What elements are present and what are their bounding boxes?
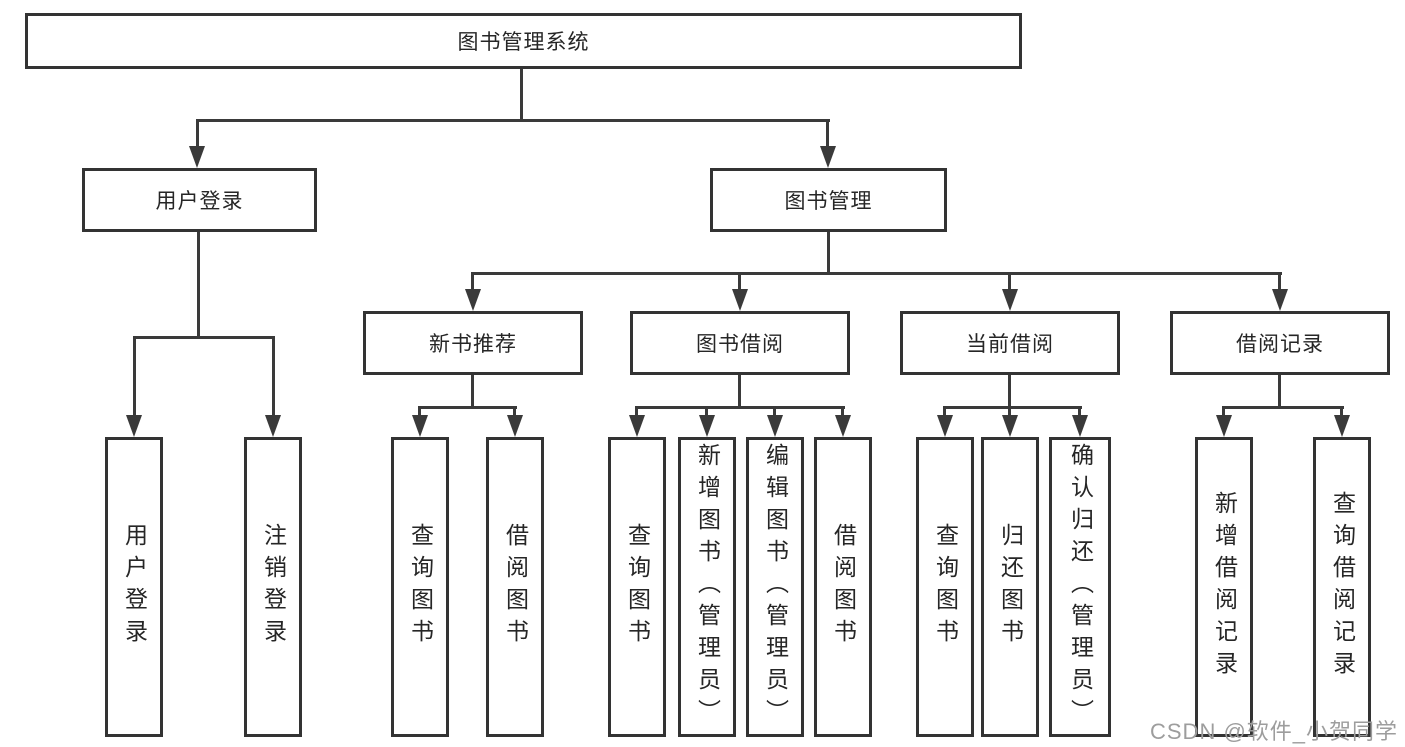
leaf-logout: 注销登录 xyxy=(244,437,302,737)
leaf-confirm-return-admin: 确认归还（管理员） xyxy=(1049,437,1111,737)
arrow-down-icon xyxy=(465,289,481,311)
leaf-edit-book-admin: 编辑图书（管理员） xyxy=(746,437,804,737)
leaf-label: 编辑图书（管理员） xyxy=(762,443,789,731)
leaf-label: 查询图书 xyxy=(624,523,651,651)
node-borrow-records: 借阅记录 xyxy=(1170,311,1390,375)
leaf-label: 确认归还（管理员） xyxy=(1067,443,1094,731)
arrow-down-icon xyxy=(1002,289,1018,311)
arrow-down-icon xyxy=(189,146,205,168)
connector-line xyxy=(419,406,517,409)
node-label: 图书管理 xyxy=(784,190,873,213)
leaf-label: 新增图书（管理员） xyxy=(694,443,721,731)
connector-line xyxy=(944,406,1082,409)
connector-line xyxy=(826,119,829,148)
connector-line xyxy=(1008,406,1011,417)
connector-line xyxy=(513,406,516,417)
node-book-borrow: 图书借阅 xyxy=(630,311,850,375)
node-label: 新书推荐 xyxy=(429,333,517,356)
connector-line xyxy=(197,119,830,122)
connector-line xyxy=(197,232,200,338)
connector-line xyxy=(738,375,741,408)
node-label: 当前借阅 xyxy=(966,333,1054,356)
connector-line xyxy=(738,272,741,291)
leaf-label: 注销登录 xyxy=(260,523,287,651)
connector-line xyxy=(636,406,845,409)
arrow-down-icon xyxy=(767,415,783,437)
connector-line xyxy=(471,375,474,408)
leaf-return-book: 归还图书 xyxy=(981,437,1039,737)
leaf-query-books-current: 查询图书 xyxy=(916,437,974,737)
node-new-book-recommend: 新书推荐 xyxy=(363,311,583,375)
connector-line xyxy=(272,336,275,419)
arrow-down-icon xyxy=(629,415,645,437)
connector-line xyxy=(133,336,275,339)
connector-line xyxy=(705,406,708,417)
connector-line xyxy=(827,232,830,275)
connector-line xyxy=(635,406,638,417)
arrow-down-icon xyxy=(937,415,953,437)
connector-line xyxy=(471,272,474,291)
connector-line xyxy=(1222,406,1225,417)
leaf-query-books-borrow: 查询图书 xyxy=(608,437,666,737)
leaf-label: 新增借阅记录 xyxy=(1211,491,1238,683)
arrow-down-icon xyxy=(820,146,836,168)
connector-line xyxy=(773,406,776,417)
node-label: 借阅记录 xyxy=(1236,333,1324,356)
connector-line xyxy=(943,406,946,417)
leaf-user-login: 用户登录 xyxy=(105,437,163,737)
connector-line xyxy=(133,336,136,419)
connector-line xyxy=(1278,375,1281,408)
leaf-label: 归还图书 xyxy=(997,523,1024,651)
arrow-down-icon xyxy=(126,415,142,437)
leaf-query-borrow-record: 查询借阅记录 xyxy=(1313,437,1371,737)
connector-line xyxy=(1340,406,1343,417)
leaf-borrow-books-recommend: 借阅图书 xyxy=(486,437,544,737)
watermark: CSDN @软件_小贺同学 xyxy=(1150,719,1399,744)
node-label: 图书借阅 xyxy=(696,333,784,356)
node-book-management: 图书管理 xyxy=(710,168,947,232)
leaf-label: 查询借阅记录 xyxy=(1329,491,1356,683)
arrow-down-icon xyxy=(1216,415,1232,437)
leaf-borrow-books: 借阅图书 xyxy=(814,437,872,737)
connector-line xyxy=(841,406,844,417)
arrow-down-icon xyxy=(699,415,715,437)
connector-line xyxy=(520,69,523,120)
arrow-down-icon xyxy=(507,415,523,437)
connector-line xyxy=(1278,272,1281,291)
arrow-down-icon xyxy=(835,415,851,437)
connector-line xyxy=(196,119,199,148)
arrow-down-icon xyxy=(412,415,428,437)
connector-line xyxy=(418,406,421,417)
leaf-add-borrow-record: 新增借阅记录 xyxy=(1195,437,1253,737)
leaf-label: 查询图书 xyxy=(407,523,434,651)
arrow-down-icon xyxy=(1272,289,1288,311)
connector-line xyxy=(1008,272,1011,291)
arrow-down-icon xyxy=(1002,415,1018,437)
connector-line xyxy=(1008,375,1011,408)
leaf-label: 查询图书 xyxy=(932,523,959,651)
arrow-down-icon xyxy=(1334,415,1350,437)
node-library-management-system: 图书管理系统 xyxy=(25,13,1022,69)
connector-line xyxy=(472,272,1282,275)
arrow-down-icon xyxy=(732,289,748,311)
leaf-add-book-admin: 新增图书（管理员） xyxy=(678,437,736,737)
connector-line xyxy=(1078,406,1081,417)
arrow-down-icon xyxy=(1072,415,1088,437)
node-user-login: 用户登录 xyxy=(82,168,317,232)
leaf-label: 借阅图书 xyxy=(502,523,529,651)
node-label: 图书管理系统 xyxy=(457,31,590,54)
node-current-borrow: 当前借阅 xyxy=(900,311,1120,375)
leaf-query-books-recommend: 查询图书 xyxy=(391,437,449,737)
arrow-down-icon xyxy=(265,415,281,437)
connector-line xyxy=(1223,406,1344,409)
leaf-label: 用户登录 xyxy=(121,523,148,651)
node-label: 用户登录 xyxy=(155,190,244,213)
leaf-label: 借阅图书 xyxy=(830,523,857,651)
